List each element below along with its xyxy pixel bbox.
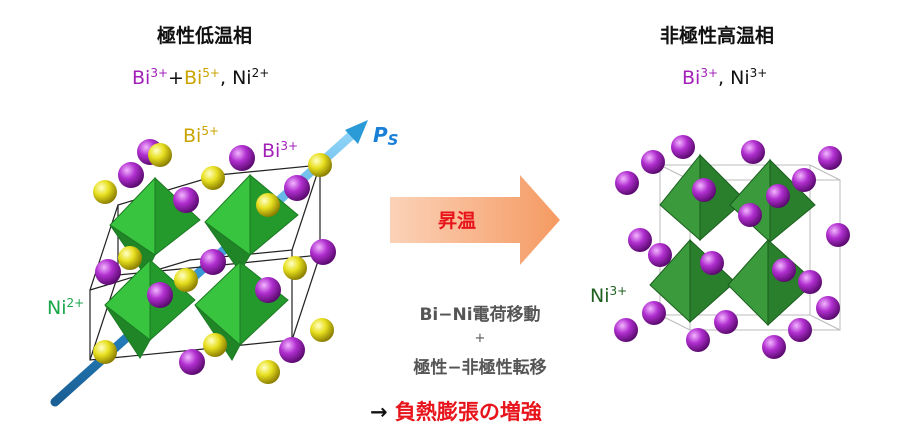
mechanism-line1: Bi−Ni電荷移動 [419,305,541,325]
bi3-atom [279,337,305,363]
bi3-atom [614,318,638,342]
right-crystal-structure [614,135,850,359]
bi5-atoms-left [93,143,334,384]
bi3-atom [692,178,716,202]
left-crystal-structure [50,120,368,407]
bi3-atom [95,259,121,285]
bi3-atoms-right [614,135,850,359]
bi3-atom [310,239,336,265]
ni3-label: Ni3+ [590,284,627,307]
bi3-atom [816,296,840,320]
bi5-label: Bi5+ [183,124,219,147]
bi3-atom [798,270,822,294]
bi3-symbol-right: Bi [682,67,701,89]
ni-symbol-right: Ni [730,67,750,89]
result-arrow: → [370,400,388,424]
ni-symbol: Ni [232,67,252,89]
bi3-atom [229,145,255,171]
bi3-atom [200,249,226,275]
bi3-symbol: Bi [132,67,151,89]
ni3-label-symbol: Ni [590,285,610,307]
separator-right: , [718,67,731,89]
bi5-atom [201,166,225,190]
ni-charge: 2+ [251,66,270,80]
bi5-atom [203,333,227,357]
bi3-atom [642,301,666,325]
right-phase-title: 非極性高温相 [660,25,775,47]
bi3-atom [772,258,796,282]
bi3-atom [615,171,639,195]
bi5-charge: 5+ [202,66,220,80]
bi3-atom [173,187,199,213]
bi5-atom [308,153,332,177]
bi3-atom [741,140,765,164]
ni-charge-right: 3+ [749,66,768,80]
left-phase-title: 極性低温相 [157,25,253,47]
bi3-charge-right: 3+ [700,66,719,80]
bi3-atom [255,277,281,303]
bi3-atom [766,184,790,208]
heating-label: 昇温 [438,210,477,232]
ni3-label-charge: 3+ [609,284,628,298]
ps-symbol: P [373,123,388,147]
left-phase-formula: Bi3++Bi5+, Ni2+ [132,66,269,89]
bi5-atom [148,143,172,167]
bi3-label-symbol: Bi [262,140,281,162]
bi3-atom [818,146,842,170]
bi3-atom [648,243,672,267]
bi5-atom [93,180,117,204]
bi3-label-charge: 3+ [280,139,299,153]
octahedron [104,258,196,359]
ni2-label: Ni2+ [47,296,84,319]
bi3-atom [284,175,310,201]
heating-arrow [390,175,560,265]
bi3-atom [826,223,850,247]
separator: , [219,67,233,89]
bi3-atom [738,203,762,227]
bi3-atom [179,349,205,375]
plus-sign: + [168,67,184,89]
bi5-label-charge: 5+ [201,124,220,138]
bi5-atom [256,360,280,384]
bi3-atom [714,310,738,334]
bi5-atom [310,318,334,342]
bi5-atom [174,268,198,292]
ps-subscript: S [387,131,399,149]
ni2-label-charge: 2+ [66,296,85,310]
result-statement: → 負熱膨張の増強 [370,396,542,426]
bi3-atom [792,168,816,192]
bi3-label: Bi3+ [262,139,298,162]
bi3-atom [628,228,652,252]
bi3-atom [147,282,173,308]
bi5-label-symbol: Bi [183,125,202,147]
bi5-atom [256,193,280,217]
ni2-label-symbol: Ni [47,297,67,319]
mechanism-plus: + [474,331,486,346]
right-phase-formula: Bi3+, Ni3+ [682,66,767,89]
bi5-atom [118,246,142,270]
mechanism-line2: 極性−非極性転移 [413,358,547,378]
bi3-atom [118,162,144,188]
bi3-atom [788,318,812,342]
bi3-atom [762,335,786,359]
bi5-symbol: Bi [183,67,203,89]
bi3-atom [671,135,695,159]
ni-octahedra-left [104,173,299,361]
bi5-atom [93,340,117,364]
bi3-atom [700,251,724,275]
result-text: 負熱膨張の増強 [394,400,542,424]
polarization-label: PS [373,123,398,149]
bi3-atom [641,150,665,174]
bi3-atoms-left [95,139,336,375]
bi3-atom [686,328,710,352]
bi5-atom [283,256,307,280]
bi3-charge: 3+ [150,66,169,80]
